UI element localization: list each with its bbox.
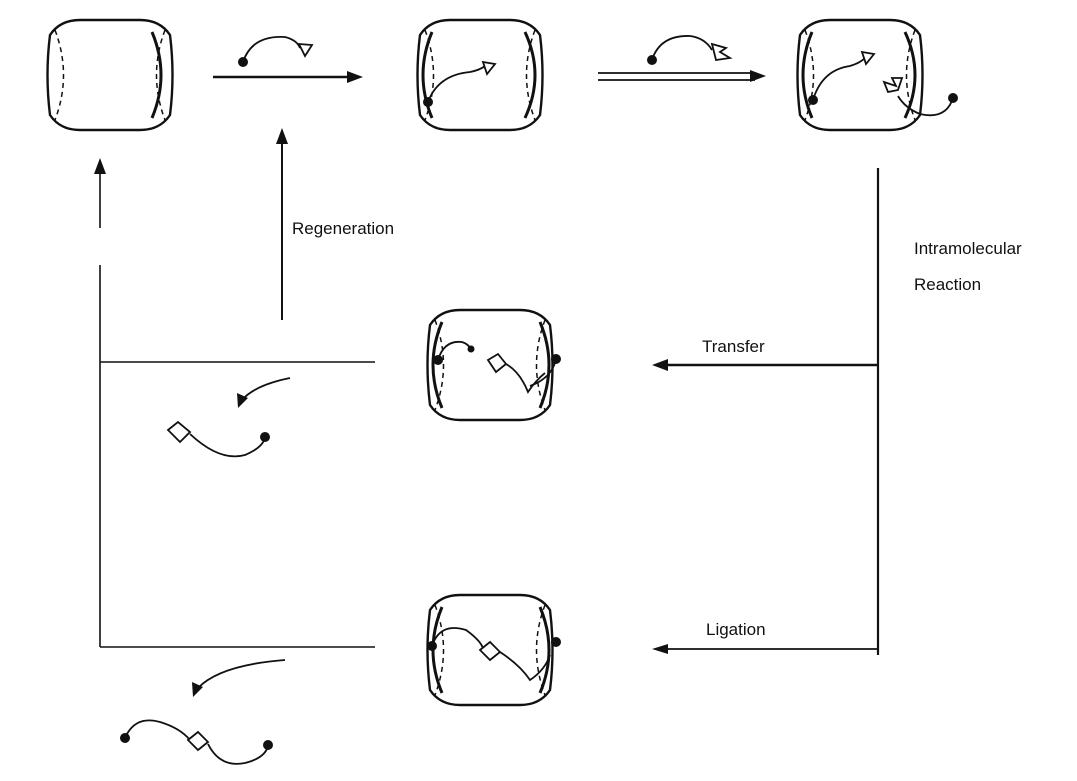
- arrow-bind-1: [213, 71, 363, 83]
- return-path-ligation: [100, 646, 375, 697]
- container-transfer: [426, 308, 561, 422]
- label-regeneration: Regeneration: [292, 219, 394, 238]
- label-intramolecular: Intramolecular: [914, 239, 1022, 258]
- arrow-bind-2: [598, 70, 766, 82]
- arrow-regeneration: [276, 128, 288, 320]
- released-product-transfer: [166, 420, 270, 458]
- container-empty: [46, 18, 174, 132]
- substrate-bound: [423, 60, 497, 107]
- left-return-line: [94, 158, 106, 647]
- label-ligation: Ligation: [706, 620, 766, 639]
- arrow-ligation: [652, 644, 878, 654]
- arrow-transfer: [652, 359, 878, 371]
- free-substrate-1: [238, 36, 314, 67]
- container-with-substrate: [416, 18, 544, 132]
- container-ligation: [426, 593, 561, 707]
- label-transfer: Transfer: [702, 337, 765, 356]
- label-reaction: Reaction: [914, 275, 981, 294]
- substrate-a: [808, 50, 876, 105]
- return-path-transfer: [100, 361, 375, 408]
- container-two-substrates: [796, 18, 958, 132]
- substrate-b: [882, 77, 958, 117]
- free-substrate-2: [647, 35, 733, 65]
- released-product-ligation: [120, 719, 273, 765]
